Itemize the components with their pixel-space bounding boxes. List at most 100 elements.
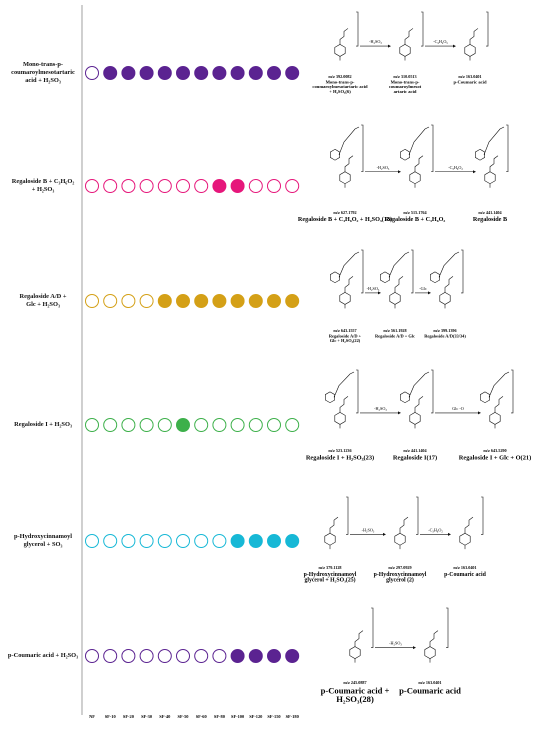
filled-circle bbox=[267, 649, 281, 663]
compound-name: Regaloside I + Glc + O(21) bbox=[459, 454, 531, 461]
filled-circle bbox=[230, 649, 245, 663]
bracket-shape bbox=[431, 124, 434, 173]
x-tick-label: SF-100 bbox=[231, 714, 245, 719]
compound-name: p-Coumaric acid + bbox=[321, 686, 390, 696]
compound-name: Regaloside A/D(33/34) bbox=[424, 333, 466, 338]
row-label-line: Regaloside A/D + bbox=[19, 293, 67, 300]
ring-shape bbox=[334, 44, 346, 57]
filled-circle bbox=[121, 66, 136, 80]
hollow-circle bbox=[176, 649, 190, 663]
x-tick-label: SF-10 bbox=[105, 714, 117, 719]
ring-shape bbox=[329, 271, 341, 284]
bond-chain bbox=[488, 371, 510, 398]
ring-shape bbox=[464, 44, 476, 57]
filled-circle bbox=[248, 294, 263, 308]
bond-chain bbox=[464, 516, 474, 534]
bracket-shape bbox=[511, 369, 514, 414]
hollow-circle bbox=[285, 179, 300, 193]
filled-circle bbox=[248, 66, 263, 80]
compound-name: glycerol (2) bbox=[386, 577, 414, 584]
ring-shape bbox=[474, 148, 486, 161]
compound-name: H₂SO₃(28) bbox=[336, 694, 374, 704]
filled-circle bbox=[285, 534, 300, 548]
hollow-circle bbox=[121, 294, 136, 308]
compound-name: Regaloside I + H₂SO₃(23) bbox=[306, 454, 374, 461]
hollow-circle bbox=[103, 294, 118, 308]
x-tick-label: SF-150 bbox=[267, 714, 281, 719]
hollow-circle bbox=[194, 534, 209, 548]
ring-shape bbox=[409, 412, 421, 425]
bracket-shape bbox=[361, 124, 364, 173]
bond-chain bbox=[414, 396, 424, 413]
compound-name: p-Coumaric acid bbox=[453, 80, 486, 85]
bond-chain bbox=[408, 371, 430, 398]
hollow-circle bbox=[85, 179, 99, 193]
filled-circle bbox=[103, 66, 118, 80]
ring-shape bbox=[489, 412, 501, 425]
hollow-circle bbox=[194, 418, 209, 432]
arrow-head bbox=[473, 170, 476, 174]
compound-name: artaric acid bbox=[394, 89, 417, 94]
filled-circle bbox=[285, 294, 300, 308]
ring-shape bbox=[424, 646, 436, 659]
compound-name: Regaloside A/D + bbox=[329, 333, 362, 338]
ring-shape bbox=[324, 391, 336, 404]
row-label: Regaloside I + H₂SO₃ bbox=[4, 421, 82, 429]
x-tick-label: SF-30 bbox=[141, 714, 153, 719]
hollow-circle bbox=[139, 418, 154, 432]
filled-circle bbox=[248, 649, 263, 663]
ring-shape bbox=[339, 171, 351, 185]
filled-circle bbox=[230, 179, 245, 193]
ring-shape bbox=[409, 171, 421, 185]
x-tick-label: SF-80 bbox=[214, 714, 226, 719]
circle-rows bbox=[85, 66, 300, 663]
reaction-scheme: m/z 392.0082Mono-trans-p-coumaroylmesota… bbox=[312, 11, 489, 94]
bond-chain bbox=[399, 516, 409, 534]
arrow-label: -C₃H₆O₂ bbox=[428, 527, 443, 532]
hollow-circle bbox=[121, 534, 136, 548]
filled-circle bbox=[285, 66, 300, 80]
ring-shape bbox=[484, 171, 496, 185]
hollow-circle bbox=[212, 418, 227, 432]
row-label-line: + H₂SO₃ bbox=[31, 186, 55, 193]
hollow-circle bbox=[248, 418, 263, 432]
arrow-head bbox=[378, 291, 381, 295]
compound-name: p-Hydroxycinnamoyl bbox=[304, 572, 357, 578]
hollow-circle bbox=[85, 418, 99, 432]
reaction-schemes: m/z 392.0082Mono-trans-p-coumaroylmesota… bbox=[298, 11, 531, 704]
compound-name: + H₂SO₃(6) bbox=[329, 89, 351, 94]
ring-shape bbox=[429, 271, 441, 284]
mz-value: m/z 441.1404 bbox=[478, 210, 502, 215]
compound-name: glycerol + H₂SO₃(25) bbox=[304, 577, 355, 584]
filled-circle bbox=[176, 418, 190, 432]
bracket-shape bbox=[481, 496, 484, 535]
bond-chain bbox=[339, 28, 349, 45]
bracket-shape bbox=[416, 496, 419, 535]
arrow-label: Glc -O bbox=[452, 406, 464, 411]
hollow-circle bbox=[85, 66, 99, 80]
compound-name: Mono-trans-p- bbox=[391, 80, 420, 85]
row-label-line: acid + H₂SO₃ bbox=[25, 77, 61, 84]
filled-circle bbox=[194, 294, 209, 308]
arrow-head bbox=[453, 44, 456, 48]
bond-chain bbox=[354, 630, 364, 647]
ring-shape bbox=[399, 148, 411, 161]
bond-chain bbox=[339, 396, 349, 413]
mz-value: m/z 297.0929 bbox=[388, 565, 411, 570]
hollow-circle bbox=[194, 649, 209, 663]
mz-value: m/z 643.1557 bbox=[333, 328, 356, 333]
mz-value: m/z 523.1236 bbox=[328, 448, 351, 453]
bond-chain bbox=[338, 251, 360, 278]
mz-value: m/z 310.0513 bbox=[393, 74, 416, 79]
bond-chain bbox=[329, 516, 339, 534]
hollow-circle bbox=[230, 418, 245, 432]
hollow-circle bbox=[157, 418, 172, 432]
mz-value: m/z 379.1128 bbox=[318, 565, 341, 570]
hollow-circle bbox=[248, 179, 263, 193]
hollow-circle bbox=[157, 179, 172, 193]
